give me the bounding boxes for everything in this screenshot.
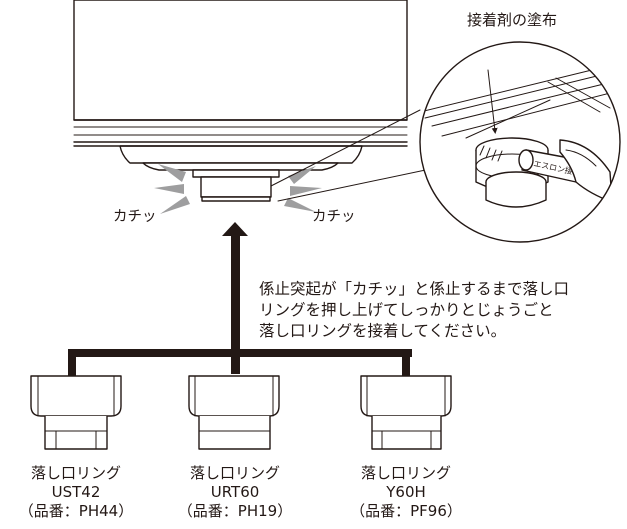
click-sound-left: カチッ <box>113 209 157 225</box>
instruction-line-1: 係止突起が「カチッ」と係止するまで落し口 <box>259 280 569 298</box>
instruction-line-2: リングを押し上げてしっかりとじょうごと <box>259 301 554 319</box>
ring-y60h-model: Y60H <box>385 483 426 501</box>
ring-ust42 <box>30 375 122 450</box>
zoom-circle: エスロン接着剤 <box>419 41 621 243</box>
push-up-arrow <box>222 222 248 374</box>
ring-urt60-name: 落し口リング <box>190 464 280 482</box>
ring-y60h-name: 落し口リング <box>361 464 451 482</box>
ring-y60h-part: （品番：PF96） <box>350 502 462 520</box>
ring-ust42-part: （品番：PH44） <box>19 502 133 520</box>
ring-y60h <box>360 375 452 450</box>
click-burst-right <box>284 166 322 212</box>
instruction-line-3: 落し口リングを接着してください。 <box>259 322 506 340</box>
click-sound-right: カチッ <box>312 209 356 225</box>
ring-urt60-part: （品番：PH19） <box>178 502 292 520</box>
distribution-bar <box>68 349 412 376</box>
ring-urt60-model: URT60 <box>211 483 260 501</box>
click-burst-left <box>154 164 190 214</box>
ring-ust42-name: 落し口リング <box>31 464 121 482</box>
groove-pointer <box>487 69 498 134</box>
funnel-body <box>73 0 408 171</box>
drain-outlet <box>192 169 280 202</box>
callout-title: 接着剤の塗布 <box>467 11 557 29</box>
ring-ust42-model: UST42 <box>52 483 101 501</box>
callout-leader-top <box>270 109 421 187</box>
instruction-text: 係止突起が「カチッ」と係止するまで落し口 リングを押し上げてしっかりとじょうごと… <box>259 280 569 340</box>
ring-urt60 <box>188 375 280 450</box>
